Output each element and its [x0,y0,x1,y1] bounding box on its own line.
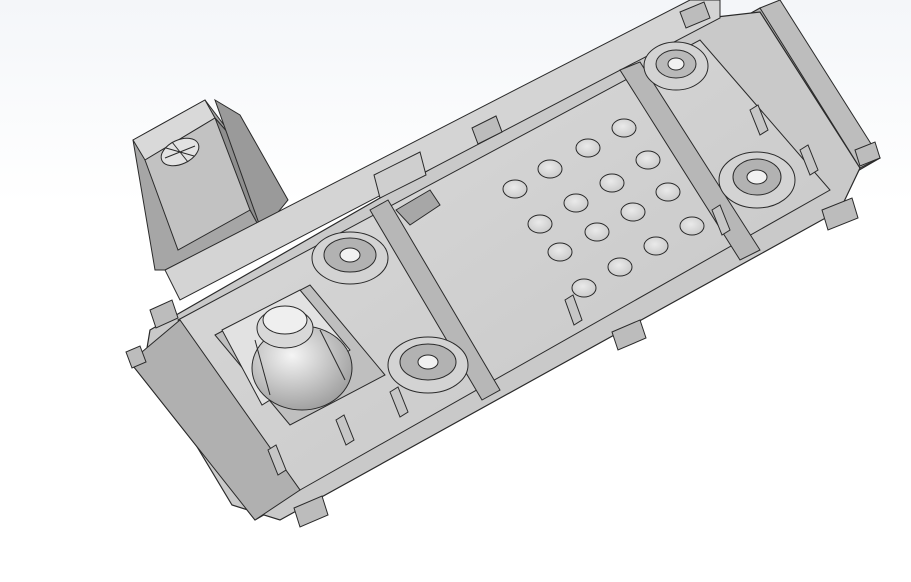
chassis-tray [129,0,881,521]
fan-grille-icon [160,137,200,167]
caster-wheel-1 [311,231,389,285]
hole [527,214,553,234]
hole [537,159,563,179]
caster-wheel-4 [718,151,796,209]
hole [611,118,637,138]
hole [655,182,681,202]
motor-assembly [214,284,386,426]
hole [607,257,633,277]
caster-wheel-2 [387,336,469,394]
hole [635,150,661,170]
hole [643,236,669,256]
hole [502,179,528,199]
divider-panels [369,61,761,401]
mounting-brackets [125,1,881,528]
hole [575,138,601,158]
vent-holes [502,118,705,298]
connector-plate [373,151,441,226]
hole [563,193,589,213]
hole [571,278,597,298]
hole [584,222,610,242]
wall-gussets [267,104,819,476]
hole [620,202,646,222]
hole [599,173,625,193]
hole [547,242,573,262]
hole [679,216,705,236]
caster-wheel-3 [643,41,709,91]
